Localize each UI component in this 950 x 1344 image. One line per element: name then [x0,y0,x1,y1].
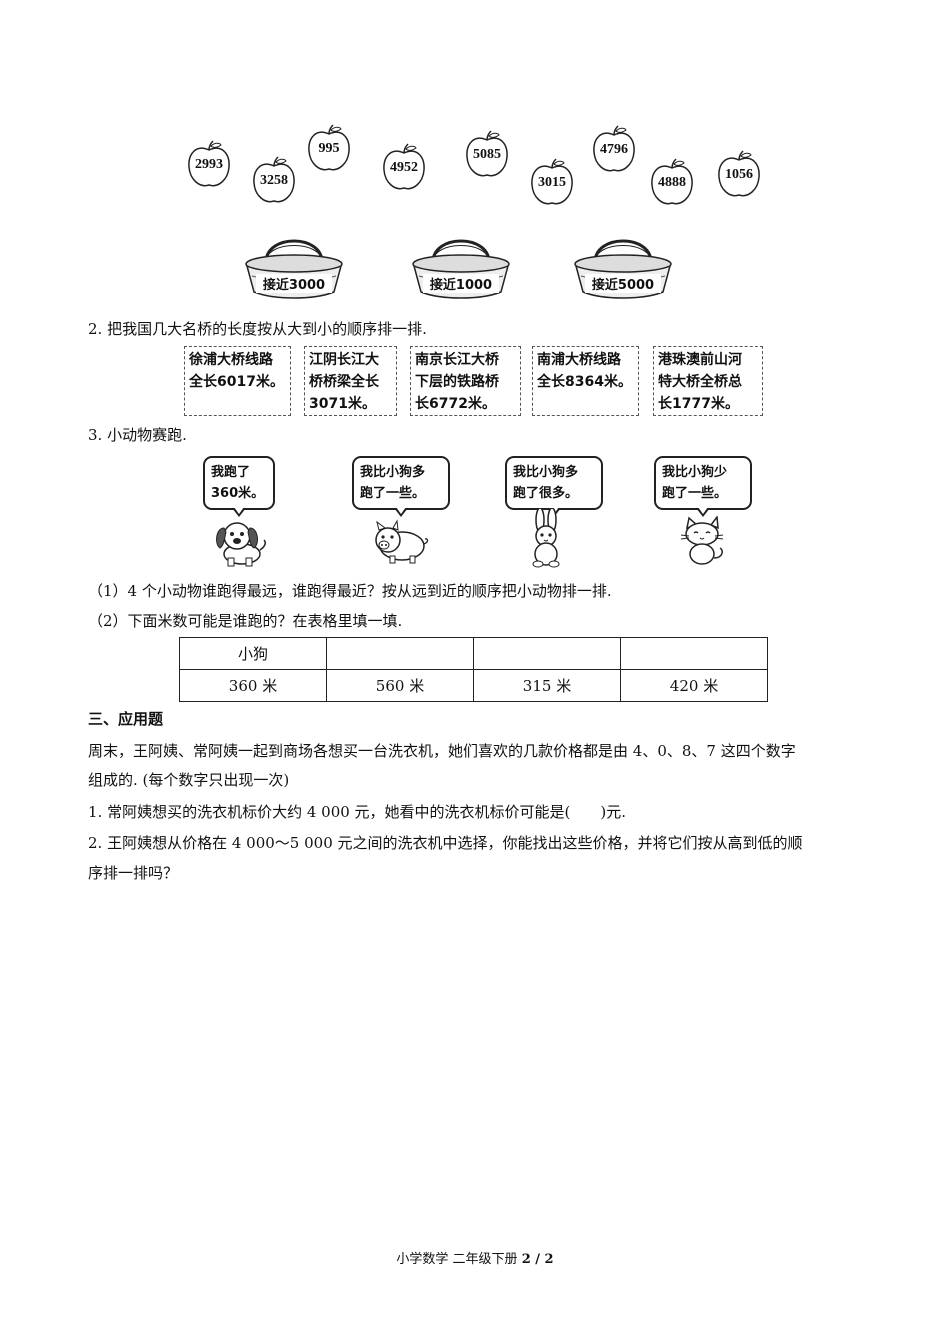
apple-icon [308,124,350,171]
basket-1000: 接近1000 [411,238,511,300]
apple-number: 995 [318,141,340,156]
pig-icon [375,519,429,564]
bubble-line: 我比小狗少 [662,465,728,480]
q3-sub1: （1）4 个小动物谁跑得最远，谁跑得最近？按从远到近的顺序把小动物排一排. [88,582,612,600]
page-footer: 小学数学 二年级下册 2 / 2 [0,1248,950,1267]
bubble-line: 360米。 [211,486,265,501]
bridge-text-line: 徐浦大桥线路 [189,352,273,368]
bubble-line: 跑了一些。 [662,486,728,501]
basket-label: 接近1000 [423,274,499,293]
apple-number: 1056 [725,167,753,182]
bridge-card-jiangyin: 江阴长江大 桥桥梁全长 3071米。 [304,346,397,416]
bridge-text-line: 江阴长江大 [309,352,379,368]
apple-icon [651,158,693,205]
intro-line-1: 周末，王阿姨、常阿姨一起到商场各想买一台洗衣机，她们喜欢的几款价格都是由 4、0… [88,742,796,760]
q3-title: 3. 小动物赛跑. [88,426,187,444]
intro-line-2: 组成的. (每个数字只出现一次) [88,771,290,789]
apple-4796: 4796 [591,125,637,175]
apple-icon [531,158,573,205]
bubble-line: 我比小狗多 [513,465,579,480]
speech-bubble-rabbit: 我比小狗多 跑了很多。 [505,456,603,517]
table-row: 360 米 560 米 315 米 420 米 [179,669,768,702]
answer-table: 小狗 360 米 560 米 315 米 420 米 [179,637,768,702]
speech-bubble-dog: 我跑了 360米。 [203,456,275,517]
apple-4888: 4888 [649,158,695,208]
bridge-text-line: 港珠澳前山河 [658,352,742,368]
q2-title: 2. 把我国几大名桥的长度按从大到小的顺序排一排. [88,320,427,338]
bridge-text-line: 南京长江大桥 [415,352,499,368]
apple-number: 2993 [195,157,223,172]
apple-icon [466,130,508,177]
apple-number: 4888 [658,175,686,190]
apple-icon [253,156,295,203]
speech-bubble-pig: 我比小狗多 跑了一些。 [352,456,450,517]
bridge-text-line: 全长6017米。 [189,374,284,390]
application-q1: 1. 常阿姨想买的洗衣机标价大约 4 000 元，她看中的洗衣机标价可能是( )… [88,803,627,821]
apple-icon [188,140,230,187]
dog-icon [216,522,266,567]
page-number: 2 / 2 [521,1252,554,1267]
bridge-card-xupu: 徐浦大桥线路 全长6017米。 [184,346,291,416]
apple-number: 5085 [473,147,501,162]
table-cell: 360 米 [179,669,327,702]
bubble-line: 我比小狗多 [360,465,426,480]
apple-number: 4796 [600,142,628,157]
apple-1056: 1056 [716,150,762,200]
basket-3000: 接近3000 [244,238,344,300]
bubble-line: 跑了很多。 [513,486,579,501]
application-q2-line2: 序排一排吗？ [88,864,179,882]
bubble-line: 我跑了 [211,465,251,480]
apple-3258: 3258 [251,156,297,206]
footer-text: 小学数学 二年级下册 [396,1252,522,1267]
q3-sub2: （2）下面米数可能是谁跑的？在表格里填一填. [88,612,403,630]
bridge-card-nanpu: 南浦大桥线路 全长8364米。 [532,346,639,416]
bridge-text-line: 长6772米。 [415,396,496,412]
basket-label: 接近5000 [585,274,661,293]
table-cell: 560 米 [326,669,474,702]
bridge-text-line: 下层的铁路桥 [415,374,499,390]
apple-2993: 2993 [186,140,232,190]
table-cell-blank[interactable] [620,637,768,670]
apple-number: 3258 [260,173,288,188]
apple-995: 995 [306,124,352,174]
apple-number: 4952 [390,160,418,175]
application-q2-line1: 2. 王阿姨想从价格在 4 000～5 000 元之间的洗衣机中选择，你能找出这… [88,834,803,852]
apple-icon [718,150,760,197]
apple-icon [593,125,635,172]
cat-icon [680,516,724,565]
bridge-text-line: 3071米。 [309,396,376,412]
table-cell: 小狗 [179,637,327,670]
speech-bubble-cat: 我比小狗少 跑了一些。 [654,456,752,517]
apple-4952: 4952 [381,143,427,193]
table-cell: 420 米 [620,669,768,702]
table-row: 小狗 [179,637,768,670]
bridge-text-line: 特大桥全桥总 [658,374,742,390]
bridge-text-line: 长1777米。 [658,396,739,412]
bridge-text-line: 全长8364米。 [537,374,632,390]
bubble-line: 跑了一些。 [360,486,426,501]
table-cell: 315 米 [473,669,621,702]
bridge-card-nanjing: 南京长江大桥 下层的铁路桥 长6772米。 [410,346,521,416]
apple-number: 3015 [538,175,566,190]
apple-5085: 5085 [464,130,510,180]
table-cell-blank[interactable] [326,637,474,670]
bridge-text-line: 南浦大桥线路 [537,352,621,368]
basket-5000: 接近5000 [573,238,673,300]
basket-label: 接近3000 [256,274,332,293]
rabbit-icon [532,508,560,568]
apple-3015: 3015 [529,158,575,208]
section-heading: 三、应用题 [88,710,164,728]
bridge-text-line: 桥桥梁全长 [309,374,379,390]
bridge-card-gangzhuao: 港珠澳前山河 特大桥全桥总 长1777米。 [653,346,763,416]
table-cell-blank[interactable] [473,637,621,670]
apple-icon [383,143,425,190]
